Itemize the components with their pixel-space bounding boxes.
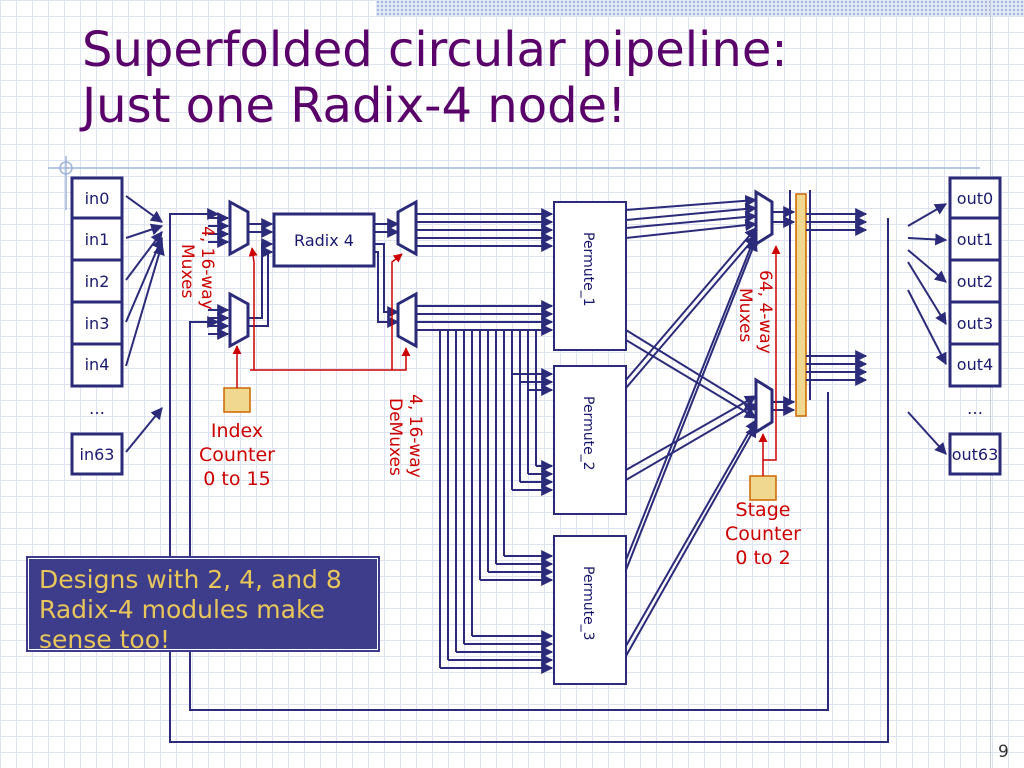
demuxes-label-line1: 4, 16-way	[405, 394, 425, 478]
muxes-label-line2: Muxes	[177, 244, 197, 298]
slide-corner-mark	[48, 156, 980, 210]
out-muxes-label-line1: 64, 4-way	[755, 270, 775, 354]
title-line-2: Just one Radix-4 node!	[82, 78, 627, 134]
stage-counter-label: Stage Counter 0 to 2	[725, 499, 801, 569]
index-counter-line3: 0 to 15	[203, 468, 270, 490]
demuxes	[396, 199, 418, 349]
output-ellipsis: …	[967, 399, 983, 418]
output-label-63: out63	[952, 445, 999, 464]
output-label-2: out2	[957, 272, 993, 291]
stage-counter-line1: Stage	[736, 499, 791, 521]
output-arrows	[907, 203, 948, 455]
demux-fanout-wires	[416, 208, 554, 336]
callout-box: Designs with 2, 4, and 8 Radix-4 modules…	[26, 556, 380, 654]
input-label-63: in63	[80, 445, 115, 464]
output-label-1: out1	[957, 230, 993, 249]
index-counter-box	[223, 387, 251, 413]
out-muxes-label-line2: Muxes	[735, 288, 755, 342]
radix4-node	[272, 212, 376, 268]
input-arrows	[125, 195, 165, 453]
input-label-2: in2	[85, 272, 110, 291]
permute-blocks	[553, 201, 627, 685]
index-counter-line2: Counter	[199, 444, 275, 466]
radix-to-demux-wires	[374, 218, 400, 328]
input-label-4: in4	[85, 355, 110, 374]
stage-counter-line3: 0 to 2	[735, 547, 790, 569]
pipeline-register	[795, 193, 807, 417]
radix4-label: Radix 4	[294, 231, 354, 250]
permute-2-box	[553, 365, 627, 515]
permute-bus-vertical	[439, 330, 537, 668]
permute-3-box	[553, 535, 627, 685]
input-ellipsis: …	[89, 399, 105, 418]
permute-1-label: Permute_1	[580, 232, 596, 307]
register-wires	[772, 206, 868, 416]
input-column: in0 in1 in2 in3 in4 … in63	[70, 176, 124, 476]
output-label-4: out4	[957, 355, 993, 374]
output-muxes	[754, 189, 774, 435]
permute-bus-horizontal	[440, 368, 554, 674]
mux-to-radix-wires	[248, 218, 274, 327]
index-counter-line1: Index	[211, 420, 263, 442]
index-counter-control	[232, 247, 411, 388]
demuxes-label-line2: DeMuxes	[385, 398, 405, 476]
output-label-3: out3	[957, 314, 993, 333]
slide-title: Superfolded circular pipeline: Just one …	[82, 22, 982, 134]
permute-output-wires	[625, 194, 758, 657]
output-column: out0 out1 out2 out3 out4 … out63	[948, 176, 1002, 476]
title-line-1: Superfolded circular pipeline:	[82, 22, 788, 78]
index-counter-label: Index Counter 0 to 15	[199, 420, 275, 490]
input-label-1: in1	[85, 230, 110, 249]
muxes-label-line1: 4, 16-way	[197, 226, 217, 310]
stage-counter-control	[758, 245, 781, 476]
input-muxes	[228, 199, 250, 349]
permute-1-box	[553, 201, 627, 351]
stage-counter-box	[749, 475, 777, 501]
page-number: 9	[998, 742, 1009, 762]
demuxes-label: 4, 16-way DeMuxes	[385, 394, 425, 478]
top-decoration-band	[376, 0, 1024, 16]
mux-input-wires	[208, 212, 230, 340]
input-label-0: in0	[85, 189, 110, 208]
permute-3-label: Permute_3	[580, 566, 596, 641]
permute-2-label: Permute_2	[580, 396, 596, 471]
input-label-3: in3	[85, 314, 110, 333]
stage-counter-line2: Counter	[725, 523, 801, 545]
muxes-label: 4, 16-way Muxes	[177, 226, 217, 310]
output-label-0: out0	[957, 189, 993, 208]
out-muxes-label: 64, 4-way Muxes	[735, 270, 775, 354]
